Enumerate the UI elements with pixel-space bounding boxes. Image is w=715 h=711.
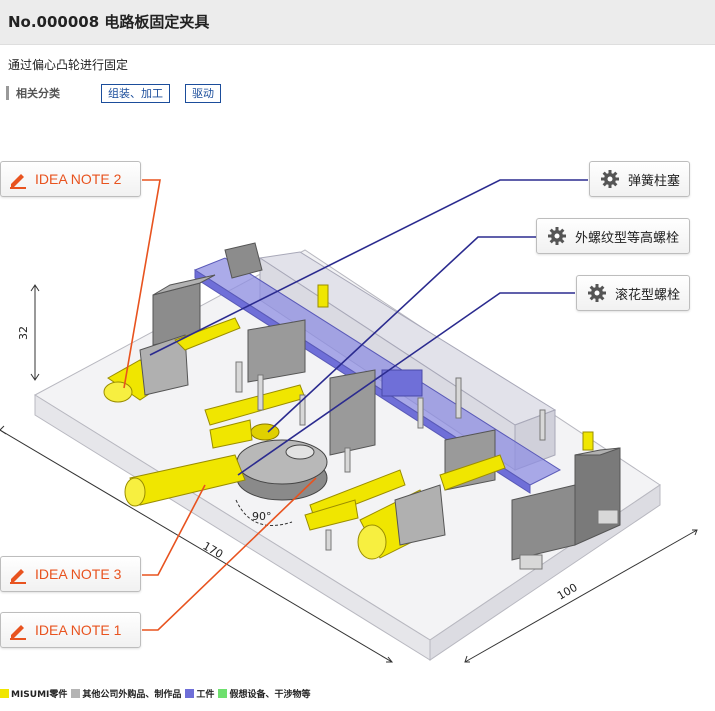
part-leader-lines <box>149 179 588 476</box>
legend-item-virtual: 假想设备、干涉物等 <box>218 687 310 700</box>
fixture-illustration: 32 170 100 90° <box>0 179 698 663</box>
dimension-height: 32 <box>17 326 30 340</box>
grey-blocks <box>152 242 621 561</box>
idea-note-3-button[interactable]: IDEA NOTE 3 <box>0 556 141 592</box>
pencil-icon <box>10 174 26 189</box>
part-spring-plunger-button[interactable]: 弹簧柱塞 <box>589 161 690 197</box>
pencil-icon <box>10 569 26 584</box>
legend-label-workpiece: 工件 <box>196 689 215 700</box>
part-knurled-bolt-button[interactable]: 滚花型螺栓 <box>576 275 690 311</box>
idea-note-3-label: IDEA NOTE 3 <box>35 566 122 582</box>
page-header: No.000008 电路板固定夹具 <box>0 0 715 45</box>
part-shoulder-bolt-button[interactable]: 外螺纹型等高螺栓 <box>536 218 690 254</box>
misumi-parts <box>103 284 594 560</box>
page-description: 通过偏心凸轮进行固定 <box>8 58 129 72</box>
category-label: 相关分类 <box>16 87 60 100</box>
part-spring-plunger-label: 弹簧柱塞 <box>628 173 681 189</box>
legend-label-other: 其他公司外购品、制作品 <box>82 689 182 700</box>
gear-icon <box>601 170 619 188</box>
dimension-angle: 90° <box>252 510 272 523</box>
tag-assembly-machining[interactable]: 组装、加工 <box>101 84 170 103</box>
legend-swatch-yellow <box>0 688 9 698</box>
legend-swatch-green <box>218 688 228 698</box>
legend-label-misumi: MISUMI零件 <box>11 689 68 700</box>
part-knurled-bolt-label: 滚花型螺栓 <box>615 287 681 303</box>
locating-pins <box>235 361 619 570</box>
pencil-icon <box>10 625 26 640</box>
idea-note-2-label: IDEA NOTE 2 <box>35 171 122 187</box>
idea-note-1-label: IDEA NOTE 1 <box>35 622 122 638</box>
gear-icon <box>548 227 566 245</box>
category-marker <box>6 86 9 100</box>
legend-swatch-grey <box>71 688 81 698</box>
legend-swatch-purple <box>185 688 195 698</box>
legend-item-misumi: MISUMI零件 <box>0 687 67 700</box>
dimension-lines <box>0 284 698 663</box>
gear-icon <box>588 284 606 302</box>
part-shoulder-bolt-label: 外螺纹型等高螺栓 <box>575 230 680 246</box>
legend-label-virtual: 假想设备、干涉物等 <box>229 689 311 700</box>
legend-item-workpiece: 工件 <box>185 687 214 700</box>
idea-note-2-button[interactable]: IDEA NOTE 2 <box>0 161 141 197</box>
tag-drive[interactable]: 驱动 <box>185 84 221 103</box>
idea-note-1-button[interactable]: IDEA NOTE 1 <box>0 612 141 648</box>
dimension-length: 170 <box>201 539 226 561</box>
legend-item-other: 其他公司外购品、制作品 <box>71 687 181 700</box>
color-legend: MISUMI零件 其他公司外购品、制作品 工件 假想设备、干涉物等 <box>0 686 314 700</box>
page-title: No.000008 电路板固定夹具 <box>8 13 210 31</box>
idea-leader-lines <box>123 179 317 631</box>
